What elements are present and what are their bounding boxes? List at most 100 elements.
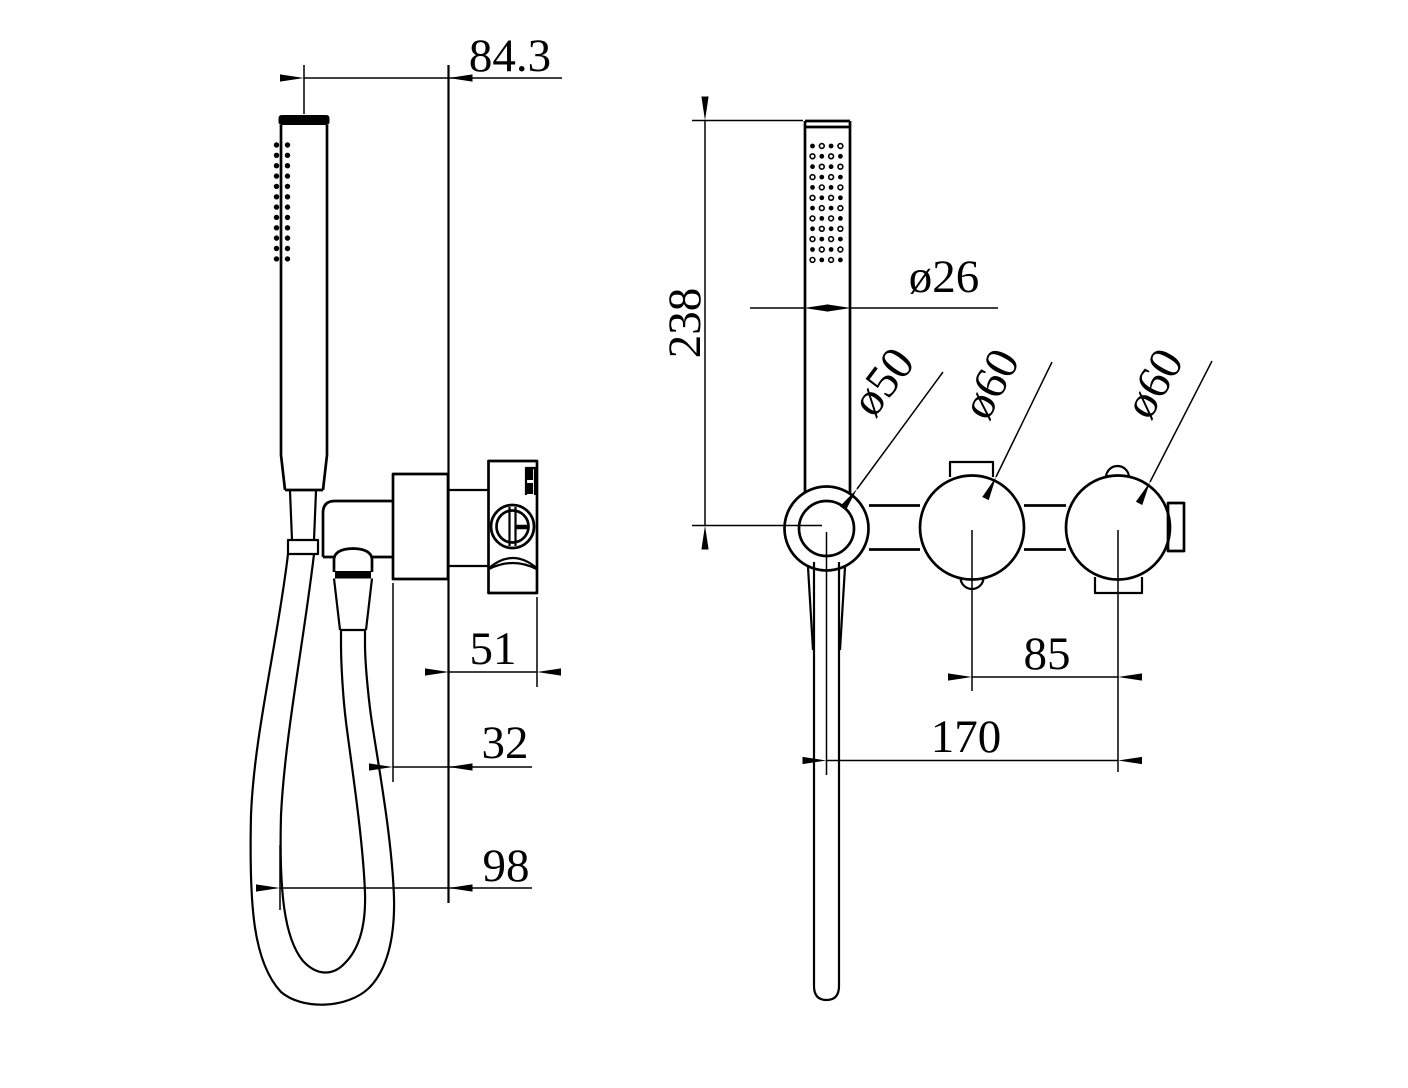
knob-lever-bar xyxy=(508,507,517,546)
side-view: 84.3 51 32 98 xyxy=(249,30,562,1006)
spray-dot xyxy=(837,184,844,191)
hose-front xyxy=(812,562,841,1002)
leader-line xyxy=(982,361,1053,501)
spray-dot xyxy=(827,194,835,202)
dim-label-wand-diameter: ø26 xyxy=(909,251,980,303)
dim-label-valve-depth: 32 xyxy=(482,717,529,769)
hose-inner-wall xyxy=(279,553,367,974)
spray-dot xyxy=(818,246,825,253)
dim-label-total-width: 170 xyxy=(931,711,1002,763)
spray-dot xyxy=(273,256,280,262)
mixer-bar-front xyxy=(869,501,1186,553)
spray-dot xyxy=(810,247,815,252)
spray-dot xyxy=(809,256,816,264)
spray-dot xyxy=(284,245,291,252)
spray-dot xyxy=(818,142,825,150)
spray-dot xyxy=(819,195,825,201)
holder-arm-outline xyxy=(321,499,393,557)
spray-dot xyxy=(809,153,816,160)
outlet-ring xyxy=(335,571,371,579)
hand-shower-front xyxy=(803,119,852,493)
valve-neck xyxy=(448,488,488,568)
spray-dot xyxy=(273,194,280,200)
spray-dot xyxy=(827,235,835,243)
leader-line xyxy=(839,371,944,511)
spray-dot xyxy=(818,184,825,191)
spray-dot xyxy=(828,205,834,211)
spray-dot xyxy=(818,163,825,170)
outlet-dome xyxy=(332,547,374,572)
holder-arm-side xyxy=(321,499,393,644)
spray-dot xyxy=(810,143,815,149)
spray-dot xyxy=(284,142,291,148)
spray-dot xyxy=(273,163,280,169)
dim-knob-spacing-85: 85 xyxy=(948,628,1142,681)
leader-line xyxy=(1135,360,1213,506)
hose-side xyxy=(249,553,396,1006)
wand-cap-side xyxy=(278,115,330,125)
spray-dot xyxy=(273,214,280,221)
spray-dot xyxy=(284,235,291,241)
spray-dot xyxy=(284,183,291,190)
spray-dot xyxy=(827,215,835,222)
dim-total-width-170: 170 xyxy=(802,532,1142,775)
spray-dot xyxy=(827,153,835,160)
spray-dot xyxy=(838,236,843,242)
spray-dot xyxy=(284,173,291,179)
spray-dot xyxy=(838,195,843,201)
spray-dot xyxy=(819,236,825,242)
valve-body-side xyxy=(391,472,450,581)
trim-plate-outline xyxy=(487,459,539,595)
spray-dot xyxy=(810,226,815,232)
wand-grip-tip-side xyxy=(286,490,320,556)
trim-tab-side xyxy=(524,466,537,495)
spray-dot xyxy=(838,153,843,159)
dim-loop-width-98: 98 xyxy=(256,840,532,910)
spray-dot xyxy=(809,215,816,222)
bar-end-cap xyxy=(1166,501,1186,553)
dim-offset-84-3: 84.3 xyxy=(280,30,562,114)
spray-dot xyxy=(273,173,280,179)
spray-dot xyxy=(810,164,815,170)
spray-dot xyxy=(838,216,843,221)
spray-dot xyxy=(273,245,280,252)
dim-label-offset: 84.3 xyxy=(469,30,551,82)
spray-dot xyxy=(819,216,825,221)
spray-dot xyxy=(809,173,816,181)
spray-dot xyxy=(818,225,825,233)
spray-dot xyxy=(273,183,280,190)
spray-dot xyxy=(819,174,825,180)
spray-dot xyxy=(810,185,815,190)
outlet-cone xyxy=(332,578,374,644)
dim-label-trim-depth: 51 xyxy=(470,623,517,675)
spray-dot xyxy=(273,204,280,210)
spray-dot xyxy=(273,225,280,231)
spray-dot xyxy=(828,185,834,190)
knob-right-front xyxy=(1064,464,1172,772)
spray-dot xyxy=(838,257,843,263)
wand-body-side xyxy=(279,125,329,492)
knob-mid-top-tab xyxy=(948,460,995,477)
trim-tab-fill-top xyxy=(526,469,533,480)
spray-dot xyxy=(819,153,825,159)
knob-mid-front xyxy=(918,460,1026,691)
hand-shower-side xyxy=(273,115,330,556)
spray-dot xyxy=(837,204,844,212)
spray-dot xyxy=(284,256,291,262)
spray-dot xyxy=(827,256,835,264)
spray-dot xyxy=(284,214,291,221)
spray-dot xyxy=(828,164,834,170)
spray-dot xyxy=(284,152,291,158)
spray-dot xyxy=(837,163,844,170)
trim-tab-fill-bottom xyxy=(526,483,533,494)
spray-dots-front xyxy=(809,142,844,264)
spray-dot xyxy=(284,194,291,200)
spray-dot xyxy=(810,205,815,211)
dim-valve-depth-32: 32 xyxy=(369,583,532,782)
knob-right-top-bump xyxy=(1104,464,1131,478)
dim-wand-diameter-o26: ø26 xyxy=(750,251,998,312)
spray-dot xyxy=(818,204,825,212)
spray-dot xyxy=(809,235,816,243)
